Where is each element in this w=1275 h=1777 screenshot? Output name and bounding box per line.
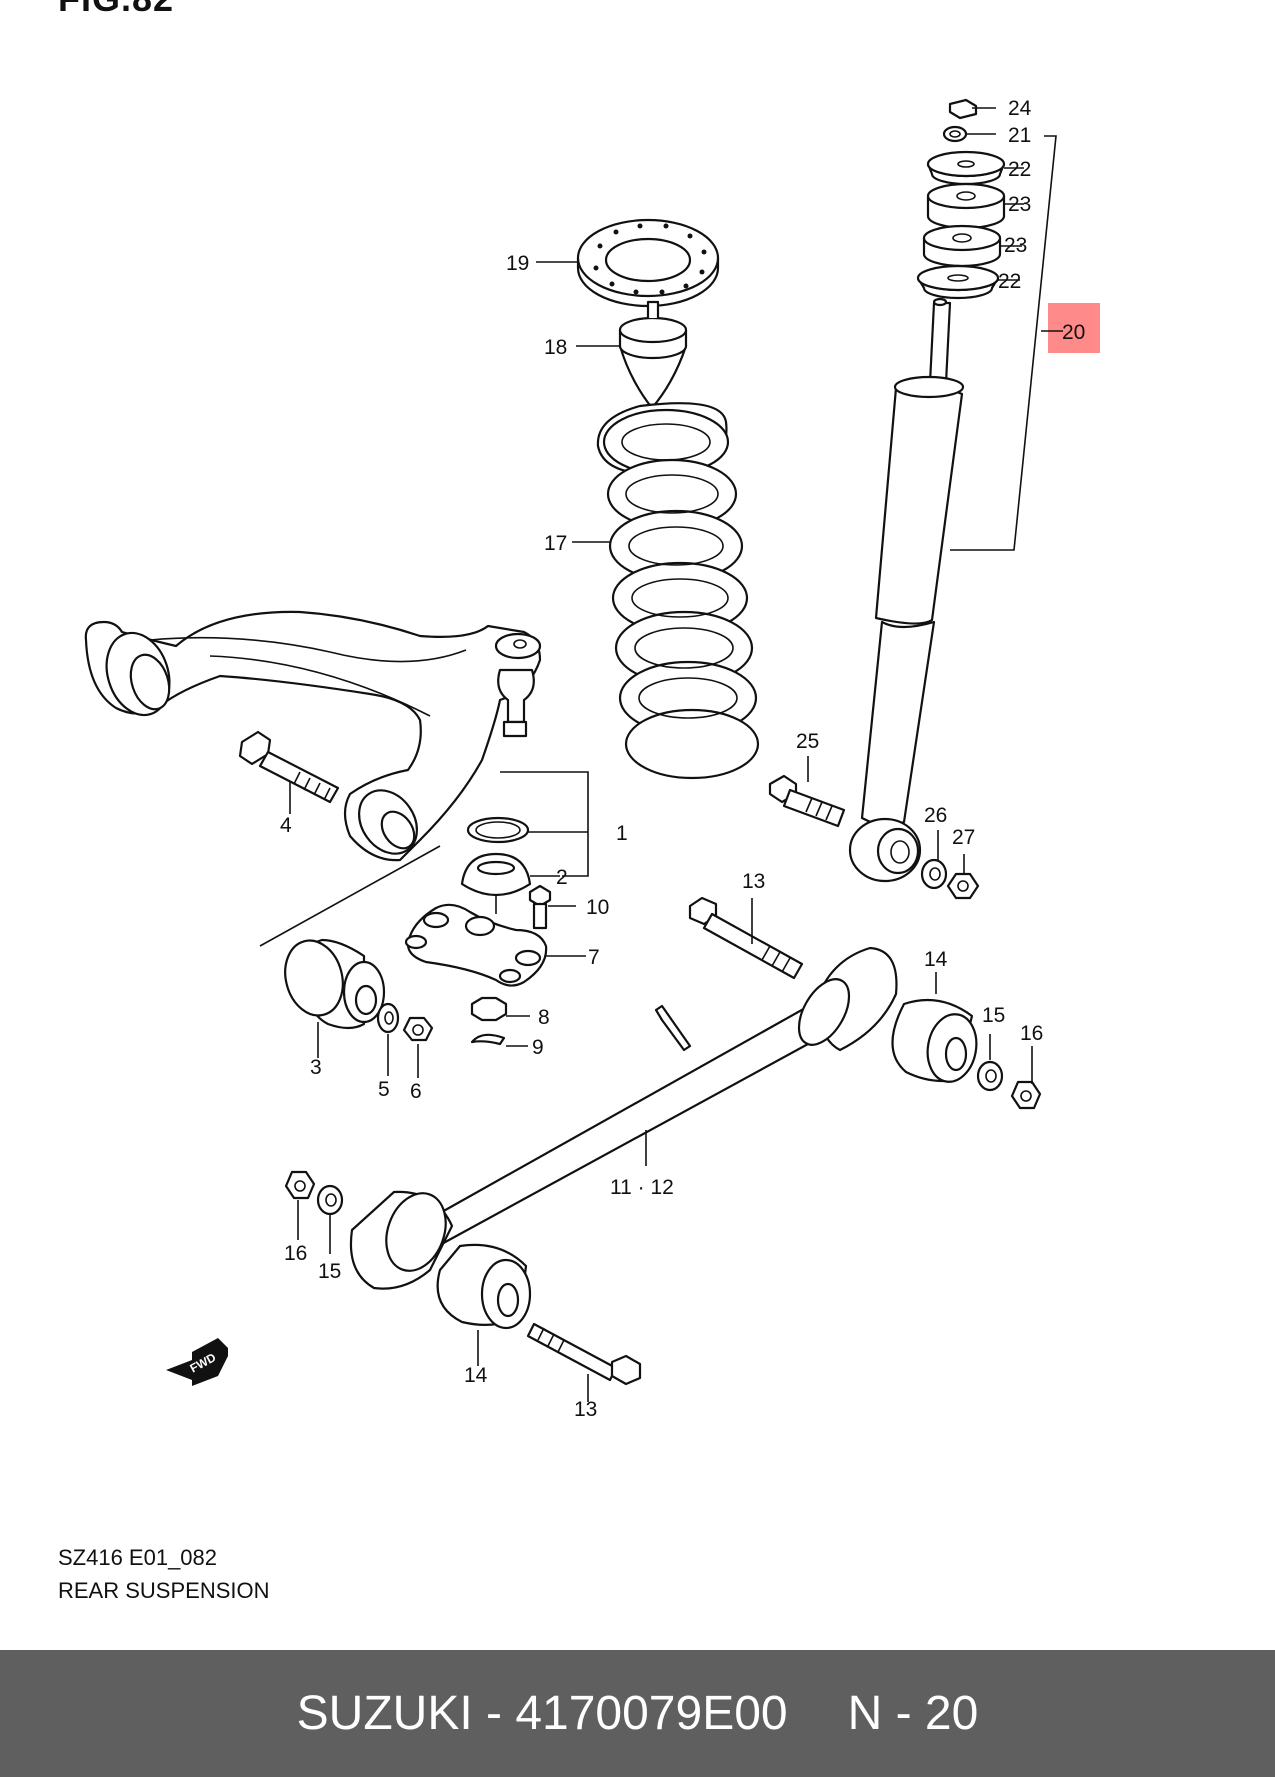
callout-15-lower: 15 [318,1260,341,1283]
nut-16-upper[interactable] [1010,1080,1042,1110]
upper-control-arm[interactable] [84,610,542,865]
callout-2: 2 [556,866,568,889]
bump-stopper-18[interactable] [618,300,688,410]
bolt-4[interactable] [238,730,340,804]
castle-nut-8[interactable] [470,996,508,1022]
callout-26: 26 [924,804,947,827]
seal-ring[interactable] [466,816,530,844]
lateral-rod-11-12[interactable] [422,946,898,1248]
bushing-3[interactable] [277,934,386,1030]
nut-27[interactable] [946,872,980,900]
callout-6: 6 [410,1080,422,1103]
callout-25: 25 [796,730,819,753]
washer-22-lower[interactable] [916,264,1000,300]
washer-22-upper[interactable] [926,150,1006,186]
highlighted-part-marker[interactable] [1048,303,1100,353]
callout-15-upper: 15 [982,1004,1005,1027]
washer-15-lower[interactable] [316,1184,344,1216]
bushing-23-lower[interactable] [922,224,1002,268]
brand-part-number: SUZUKI - 4170079E00 [296,1687,788,1740]
callout-23-upper: 23 [1008,193,1031,216]
callout-19: 19 [506,252,529,275]
figure-title: FIG.82 [58,0,174,20]
bolt-13-lower[interactable] [526,1322,642,1386]
callout-22-lower: 22 [998,270,1021,293]
callout-14-lower: 14 [464,1364,488,1387]
washer-26[interactable] [920,858,948,890]
bushing-14-upper[interactable] [891,998,981,1086]
callout-13-lower: 13 [574,1398,597,1421]
spring-seat-19[interactable] [576,218,720,308]
forward-direction-arrow: FWD [166,1338,228,1386]
bushing-23-upper[interactable] [926,182,1006,230]
callout-21: 21 [1008,124,1031,147]
callout-16-upper: 16 [1020,1022,1043,1045]
shock-absorber-20[interactable] [848,297,965,883]
callout-5: 5 [378,1078,390,1101]
callout-4: 4 [280,814,292,837]
washer-21[interactable] [942,125,968,143]
diagram-caption: REAR SUSPENSION [58,1578,270,1603]
coil-spring-17[interactable] [596,402,760,780]
nut-6[interactable] [402,1016,434,1042]
bolt-13-upper[interactable] [688,896,804,980]
bushing-14-lower[interactable] [436,1243,532,1330]
ball-stud [497,668,535,738]
reference-number: N - 20 [847,1687,979,1740]
exploded-view-diagram: FWD [84,97,1085,1421]
callout-7: 7 [588,946,600,969]
callout-1: 1 [616,822,628,845]
leader-lines [259,107,1033,1402]
callout-18: 18 [544,336,567,359]
part-number-banner: SUZUKI - 4170079E00 N - 20 [0,1650,1275,1777]
bolt-10[interactable] [528,884,552,930]
ball-joint-boot-2[interactable] [460,852,532,914]
callout-20: 20 [1062,321,1085,344]
lateral-rod-lower-end [349,1190,454,1290]
callout-13-upper: 13 [742,870,765,893]
callout-16-lower: 16 [284,1242,307,1265]
callout-8: 8 [538,1006,550,1029]
cotter-pin-9[interactable] [470,1033,506,1046]
callout-labels: 24 21 22 23 23 22 20 19 18 17 25 26 27 1… [280,97,1085,1421]
ball-joint-bracket-7[interactable] [404,903,548,987]
callout-24: 24 [1008,97,1032,120]
callout-14-upper: 14 [924,948,948,971]
callout-11-12: 11 · 12 [610,1176,674,1199]
callout-9: 9 [532,1036,544,1059]
washer-15-upper[interactable] [976,1060,1004,1092]
diagram-code: SZ416 E01_082 [58,1545,218,1570]
callout-27: 27 [952,826,975,849]
callout-3: 3 [310,1056,322,1079]
washer-5[interactable] [376,1002,400,1034]
callout-10: 10 [586,896,609,919]
nut-16-lower[interactable] [284,1170,316,1200]
nut-24[interactable] [948,98,978,120]
callout-17: 17 [544,532,567,555]
bolt-25[interactable] [768,774,846,828]
callout-23-lower: 23 [1004,234,1027,257]
callout-22-upper: 22 [1008,158,1031,181]
